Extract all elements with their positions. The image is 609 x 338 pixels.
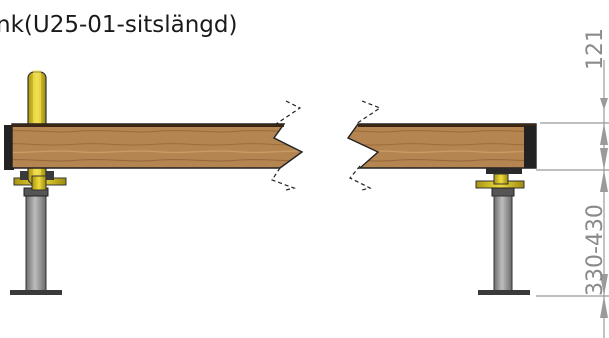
left-leg-pipe [25,193,47,293]
dimension-lines [536,60,609,338]
dimension-arrows [600,98,608,318]
dimension-label-top: 121 [583,28,608,70]
break-line-left [271,100,302,191]
right-leg [475,168,530,295]
left-foot-plate [10,290,62,295]
seat-board-right [346,123,537,169]
right-foot-plate [478,290,530,295]
dimension-label-bottom: 330-430 [583,204,608,296]
seat-board-left [4,123,304,170]
drawing-title: nk(U25-01-sitslängd) [0,12,238,38]
break-line-right [349,100,382,191]
right-leg-pipe [493,195,513,293]
